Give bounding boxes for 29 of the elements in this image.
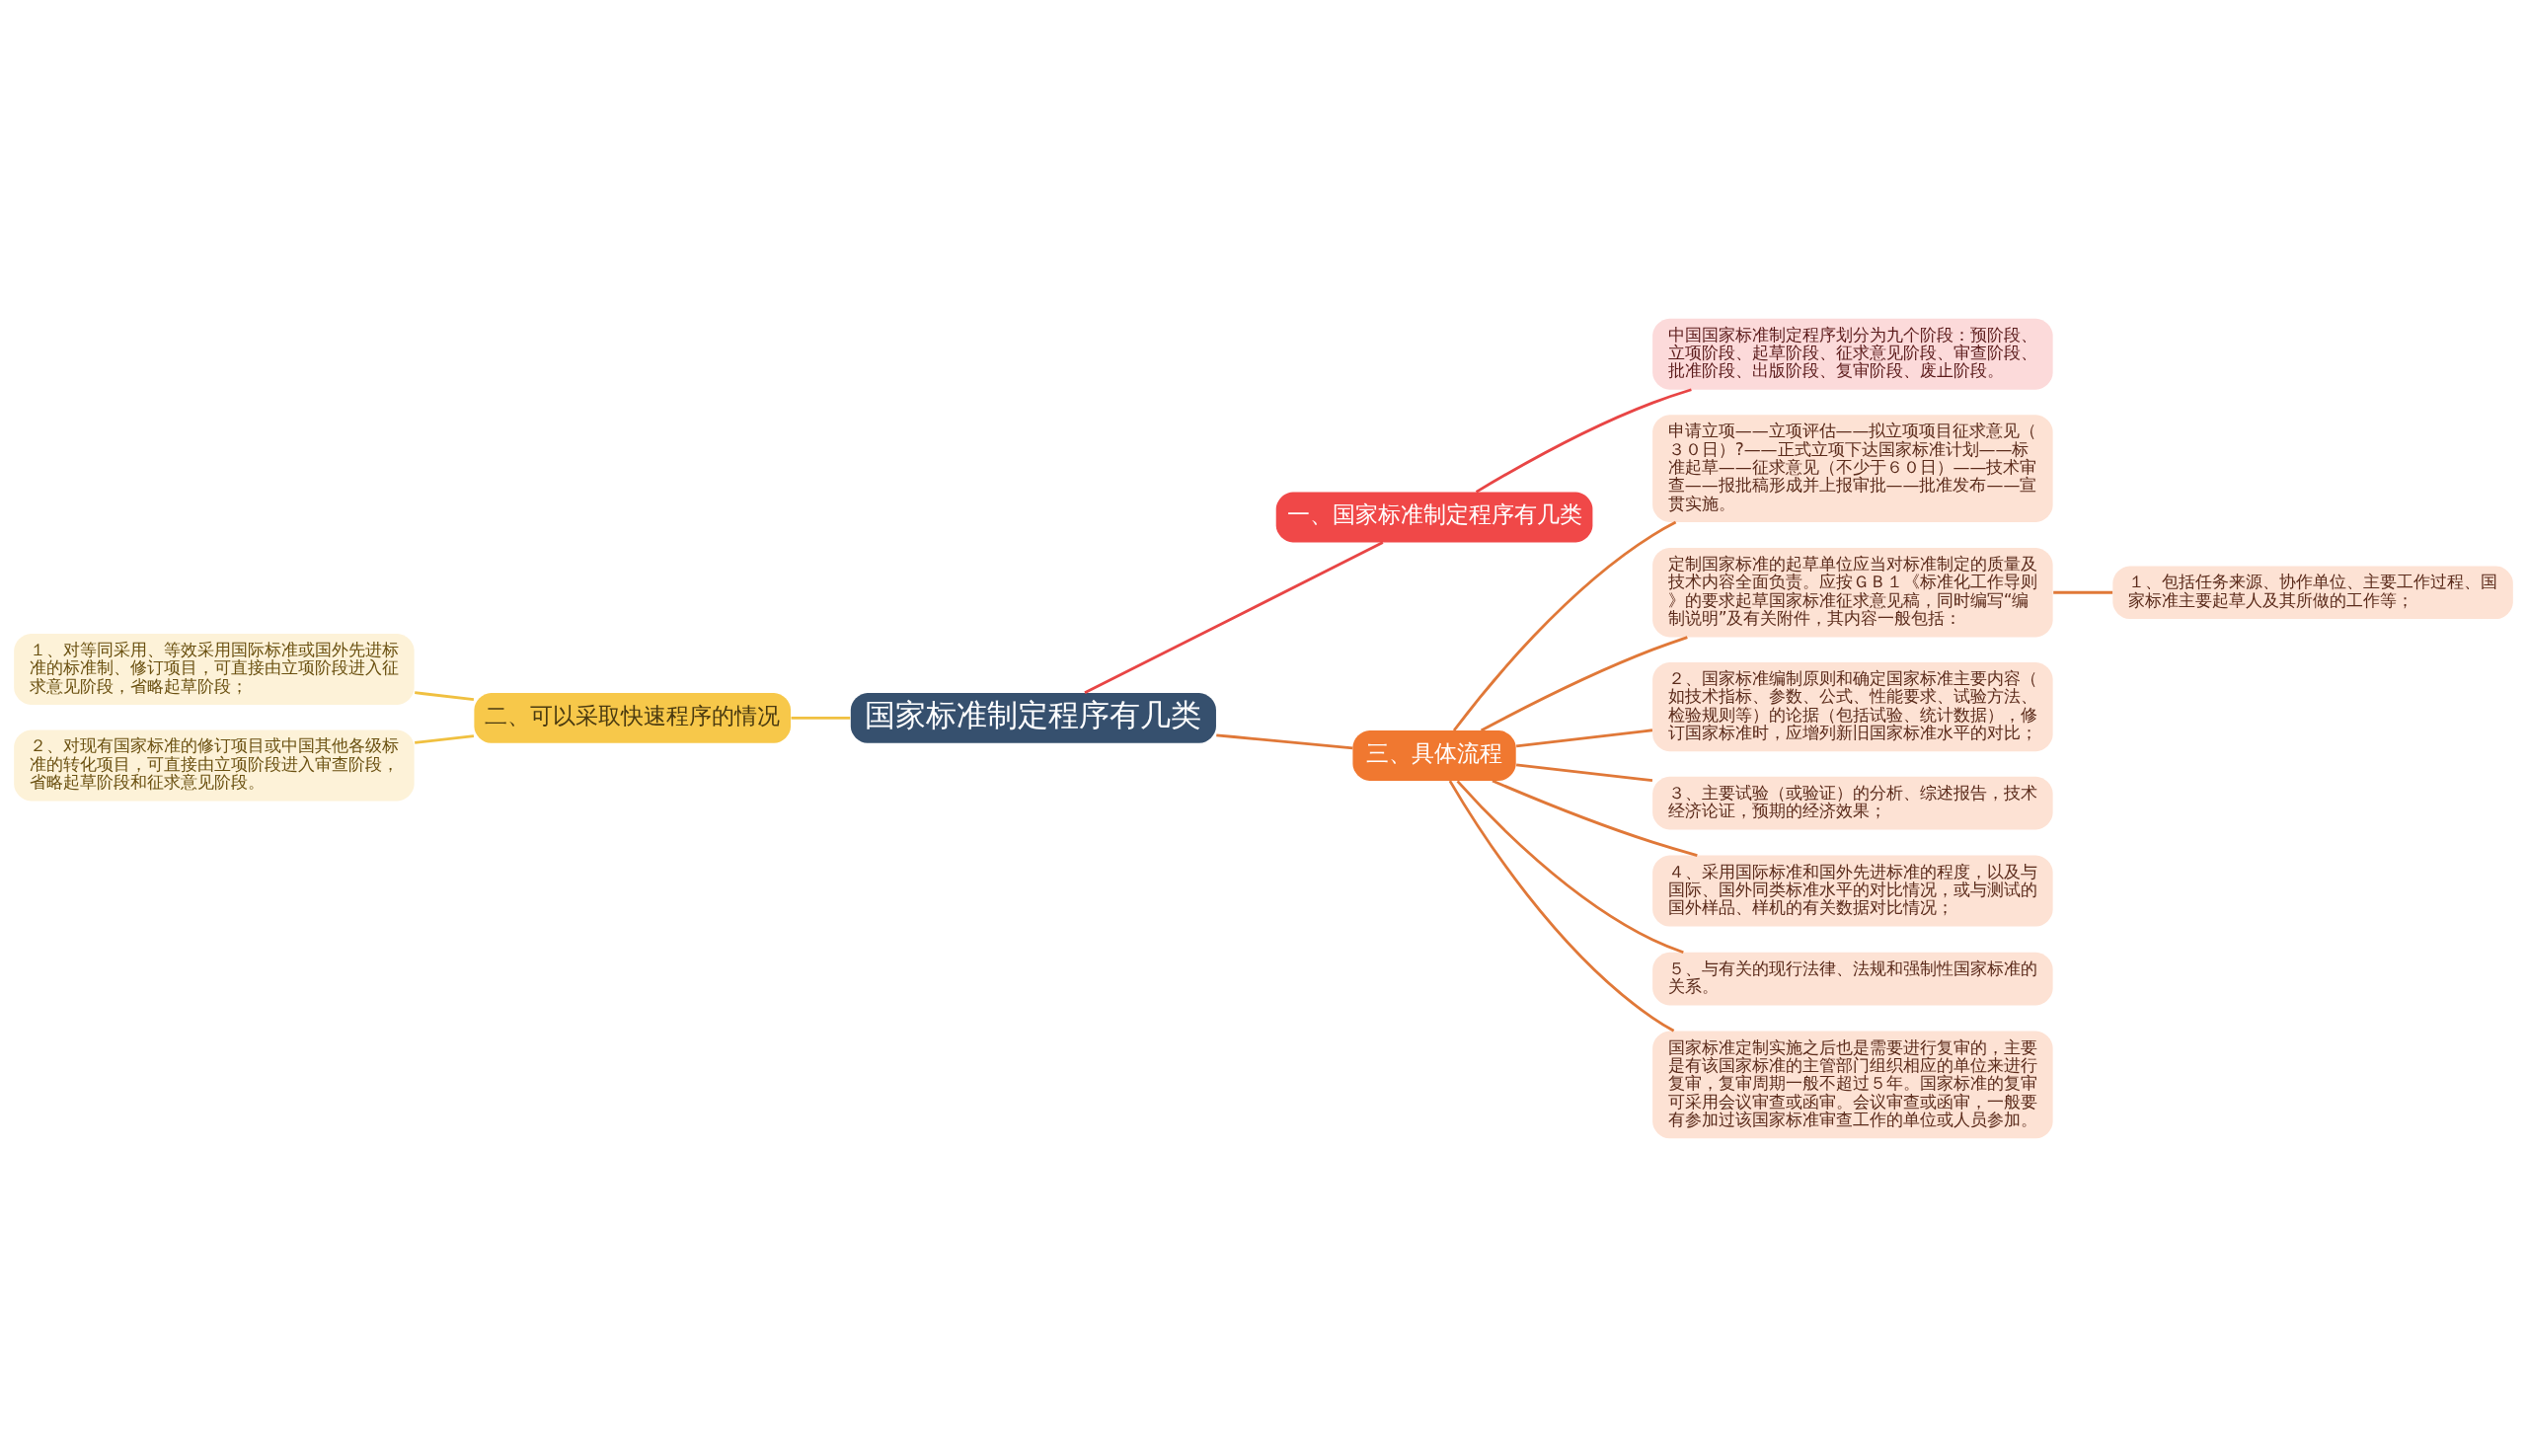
connector [1448, 779, 1675, 1033]
connector [1084, 540, 1384, 694]
connector [1516, 728, 1653, 747]
node-box: 国家标准定制实施之后也是需要进行复审的，主要是有该国家标准的主管部门组织相应的单位来进行复审，复审周期一般不超过５年。国家标准的复审可采用会议审查或函审。会议审查或函审，一般要有参加过该国家标准审查工作的单位或人员参加。 [1652, 1031, 2053, 1138]
node-box: ２、对现有国家标准的修订项目或中国其他各级标准的转化项目，可直接由立项阶段进入审查阶段，省略起草阶段和征求意见阶段。 [14, 728, 415, 801]
connector [415, 690, 475, 701]
node-box: 一、国家标准制定程序有几类 [1275, 492, 1593, 542]
node-box: ３、主要试验（或验证）的分析、综述报告，技术经济论证，预期的经济效果； [1652, 776, 2053, 829]
node-box: 国家标准制定程序有几类 [850, 692, 1216, 743]
node-box: １、对等同采用、等效采用国际标准或国外先进标准的标准制、修订项目，可直接由立项阶段进入征求意见阶段，省略起草阶段； [14, 633, 415, 705]
node-box: 中国国家标准制定程序划分为九个阶段：预阶段、立项阶段、起草阶段、征求意见阶段、审查阶段、批准阶段、出版阶段、复审阶段、废止阶段。 [1652, 318, 2053, 390]
connector [1516, 762, 1653, 782]
connector [791, 716, 851, 720]
node-box: ４、采用国际标准和国外先进标准的程度，以及与国际、国外同类标准水平的对比情况，或与测试的国外样品、样机的有关数据对比情况； [1652, 855, 2053, 927]
connector [1216, 732, 1353, 749]
node-box: 二、可以采取快速程序的情况 [474, 692, 792, 743]
node-box: 三、具体流程 [1352, 729, 1516, 781]
connector [1492, 779, 1698, 857]
connector [1452, 520, 1677, 731]
connector [415, 733, 475, 744]
connector [1456, 779, 1684, 954]
connector [1475, 387, 1692, 494]
node-box: ５、与有关的现行法律、法规和强制性国家标准的关系。 [1652, 952, 2053, 1005]
node-box: 申请立项——立项评估——拟立项项目征求意见（３０日）?——正式立项下达国家标准计划——标准起草——征求意见（不少于６０日）——技术审查——报批稿形成并上报审批——批准发布——宣贯实施。 [1652, 414, 2053, 522]
node-box: １、包括任务来源、协作单位、主要工作过程、国家标准主要起草人及其所做的工作等； [2112, 565, 2513, 619]
node-box: ２、国家标准编制原则和确定国家标准主要内容（如技术指标、参数、公式、性能要求、试验方法、检验规则等）的论据（包括试验、统计数据），修订国家标准时，应增列新旧国家标准水平的对比； [1652, 661, 2053, 751]
node-box: 定制国家标准的起草单位应当对标准制定的质量及技术内容全面负责。应按ＧＢ１《标准化工作导则》的要求起草国家标准征求意见稿，同时编写“编制说明”及有关附件，其内容一般包括： [1652, 547, 2053, 637]
connector [1480, 635, 1688, 731]
connector [2053, 590, 2113, 594]
